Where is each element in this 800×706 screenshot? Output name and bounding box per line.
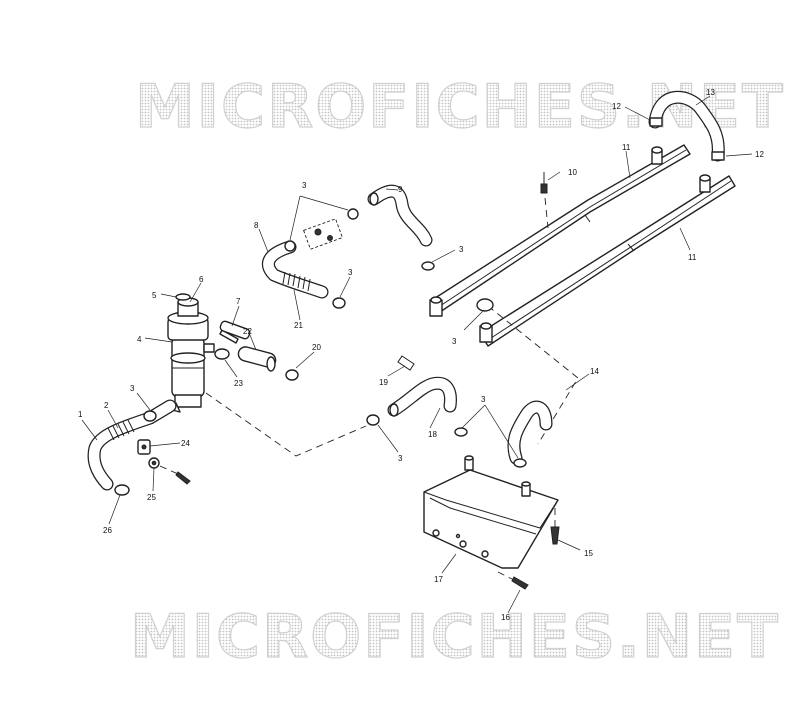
- screw-16: [497, 571, 529, 590]
- callout-19: 19: [379, 378, 388, 387]
- callout-5: 5: [152, 291, 157, 300]
- callouts: 1 2 3 3 3 3 3 3 3 4 5 6 7 8 9 10 11 11 1…: [78, 88, 764, 622]
- hose-1-2: [87, 399, 177, 496]
- callout-4: 4: [137, 335, 142, 344]
- y-fitting: [303, 218, 343, 250]
- callout-16: 16: [501, 613, 510, 622]
- cooling-rail-upper: [429, 144, 691, 317]
- callout-25: 25: [147, 493, 156, 502]
- callout-15: 15: [584, 549, 593, 558]
- callout-10: 10: [568, 168, 577, 177]
- callout-3: 3: [130, 384, 135, 393]
- callout-22: 22: [243, 327, 252, 336]
- nut-25: [148, 457, 191, 485]
- callout-3: 3: [481, 395, 486, 404]
- callout-26: 26: [103, 526, 112, 535]
- callout-12: 12: [755, 150, 764, 159]
- watermark-top: MICROFICHES.NET: [135, 72, 785, 142]
- callout-17: 17: [434, 575, 443, 584]
- crossover-hose: [648, 90, 725, 162]
- heat-exchanger-17: [423, 455, 559, 569]
- clamp-3-lower-left: [366, 414, 380, 426]
- callout-3: 3: [302, 181, 307, 190]
- clamp-3-right: [513, 458, 527, 468]
- routing-line-a: [205, 392, 367, 457]
- leader-lines: [81, 95, 753, 614]
- callout-21: 21: [294, 321, 303, 330]
- callout-1: 1: [78, 410, 83, 419]
- clip-19: [397, 355, 415, 371]
- callout-11: 11: [622, 143, 631, 152]
- callout-2: 2: [104, 401, 109, 410]
- callout-7: 7: [236, 297, 241, 306]
- routing-line-b: [487, 305, 579, 445]
- bracket-24: [137, 439, 151, 455]
- callout-3: 3: [348, 268, 353, 277]
- watermark-bottom: MICROFICHES.NET: [130, 602, 780, 672]
- callout-18: 18: [428, 430, 437, 439]
- screw-15: [550, 508, 560, 545]
- callout-3: 3: [452, 337, 457, 346]
- hose-18: [387, 376, 457, 417]
- callout-14: 14: [590, 367, 599, 376]
- callout-11: 11: [688, 253, 697, 262]
- cooling-rail-lower: [479, 174, 736, 347]
- bolt-10: [540, 172, 549, 229]
- clamp-3-upper: [347, 208, 435, 271]
- callout-3: 3: [459, 245, 464, 254]
- hose-14: [507, 400, 553, 465]
- callout-24: 24: [181, 439, 190, 448]
- callout-12: 12: [612, 102, 621, 111]
- callout-9: 9: [398, 185, 403, 194]
- o-ring-5: [175, 293, 191, 301]
- clamp-3-mid: [454, 427, 468, 437]
- callout-3: 3: [398, 454, 403, 463]
- callout-8: 8: [254, 221, 259, 230]
- coolant-reservoir: [167, 297, 215, 413]
- callout-6: 6: [199, 275, 204, 284]
- hose-8-21: [262, 240, 346, 309]
- clamp-20: [285, 369, 299, 381]
- callout-13: 13: [706, 88, 715, 97]
- callout-20: 20: [312, 343, 321, 352]
- hose-9: [367, 184, 433, 247]
- clamp-23: [214, 348, 230, 360]
- callout-23: 23: [234, 379, 243, 388]
- hose-22: [237, 346, 277, 372]
- clamp-3-rail: [476, 298, 494, 312]
- tube-7: [219, 320, 251, 344]
